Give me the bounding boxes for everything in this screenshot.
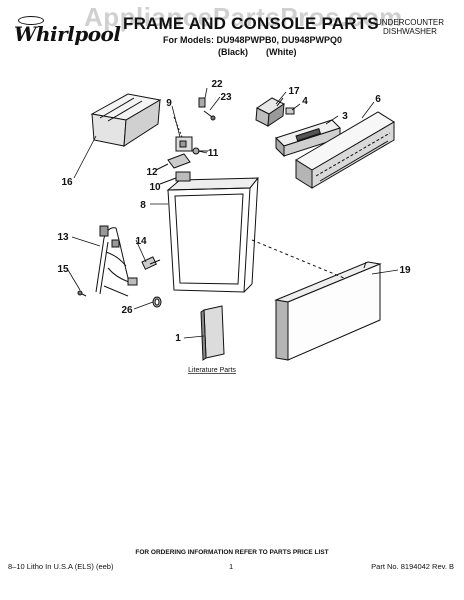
variant-white: (White) — [266, 47, 297, 57]
appliance-category: UNDERCOUNTER DISHWASHER — [376, 18, 444, 36]
callout-19: 19 — [399, 265, 411, 276]
callout-11: 11 — [208, 148, 219, 159]
callout-1: 1 — [175, 333, 181, 344]
part-12-clip — [155, 153, 191, 171]
models-line: For Models: DU948PWPB0, DU948PWPQ0 — [163, 35, 343, 45]
part-1-literature — [200, 305, 225, 361]
part-3-control-panel — [275, 119, 341, 158]
callout-17: 17 — [288, 86, 300, 97]
callout-9: 9 — [166, 98, 172, 109]
part-4-actuator — [285, 107, 295, 115]
part-19-door-panel — [274, 261, 382, 361]
callout-13: 13 — [57, 232, 69, 243]
callout-12: 12 — [146, 167, 158, 178]
part-26-grommet — [152, 296, 162, 308]
part-6-console — [295, 111, 395, 189]
part-15-screw — [77, 290, 87, 297]
watermark: AppliancePartsPros.com — [84, 2, 403, 32]
variant-black: (Black) — [218, 47, 249, 57]
part-23-screw — [203, 110, 216, 121]
callout-4: 4 — [302, 96, 308, 107]
callout-23: 23 — [220, 92, 232, 103]
callout-26: 26 — [121, 305, 133, 316]
callout-14: 14 — [135, 236, 147, 247]
part-16-shield — [90, 93, 162, 147]
part-10-latch — [159, 171, 191, 185]
callout-22: 22 — [211, 79, 223, 90]
footer-litho: 8–10 Litho In U.S.A (ELS) (eeb) — [8, 562, 114, 571]
brand-logo: Whirlpool — [14, 22, 121, 46]
literature-parts-label: Literature Parts — [188, 367, 236, 374]
part-8-door-frame — [166, 177, 260, 293]
page-title: FRAME AND CONSOLE PARTS — [123, 14, 379, 33]
callout-8: 8 — [140, 200, 146, 211]
part-13-wire-harness — [95, 225, 138, 297]
footer-part-number: Part No. 8194042 Rev. B — [371, 562, 454, 571]
part-14-switch — [141, 256, 161, 270]
part-22-screw — [198, 97, 206, 108]
part-9-bracket — [173, 116, 193, 152]
footer-page-number: 1 — [229, 562, 234, 571]
callout-15: 15 — [57, 264, 69, 275]
callout-10: 10 — [149, 182, 161, 193]
callout-16: 16 — [61, 177, 73, 188]
ordering-note: FOR ORDERING INFORMATION REFER TO PARTS … — [135, 549, 329, 556]
callout-6: 6 — [375, 94, 381, 105]
category-line-2: DISHWASHER — [383, 27, 437, 36]
part-17-switch — [255, 97, 285, 127]
callout-3: 3 — [342, 111, 348, 122]
part-11-screw — [192, 147, 208, 155]
brand-logo-icon — [18, 16, 44, 25]
category-line-1: UNDERCOUNTER — [376, 18, 444, 27]
